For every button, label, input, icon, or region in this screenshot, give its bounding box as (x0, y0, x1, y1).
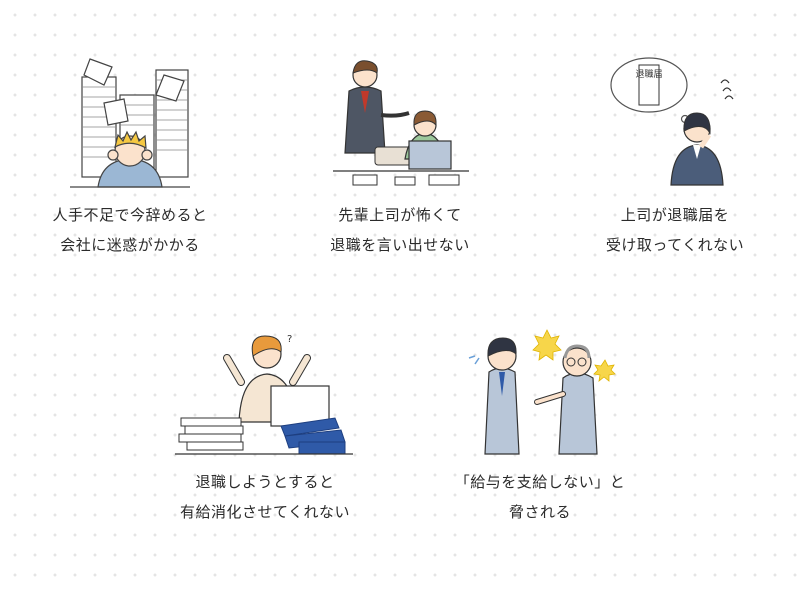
card-caption: 人手不足で今辞めると 会社に迷惑がかかる (20, 200, 240, 260)
caption-line-1: 人手不足で今辞めると (52, 206, 208, 224)
card-scary-boss: 先輩上司が怖くて 退職を言い出せない (290, 55, 510, 260)
card-caption: 上司が退職届を 受け取ってくれない (565, 200, 785, 260)
caption-line-2: 退職を言い出せない (330, 236, 470, 254)
caption-line-2: 会社に迷惑がかかる (60, 236, 200, 254)
letter-char-1: 退職届 (635, 69, 662, 80)
salary-threat-illustration (468, 329, 616, 455)
resignation-letter-illustration: 退職届 (610, 57, 734, 186)
card-caption: 「給与を支給しない」と 脅される (430, 467, 650, 527)
card-letter-refused: 退職届 上司が退職届を 受け取ってくれない (565, 55, 785, 260)
card-caption: 退職しようとすると 有給消化させてくれない (155, 467, 375, 527)
dizzy-marks: ? (287, 334, 292, 345)
caption-line-1: 先輩上司が怖くて (338, 206, 462, 224)
caption-line-2: 有給消化させてくれない (179, 503, 351, 521)
overwork-illustration (70, 58, 190, 188)
card-salary-threat: 「給与を支給しない」と 脅される (430, 322, 650, 527)
caption-line-2: 脅される (508, 503, 571, 521)
scary-boss-illustration (333, 60, 469, 186)
caption-line-1: 上司が退職届を (620, 206, 730, 224)
paid-leave-illustration: ? (175, 334, 353, 455)
card-paid-leave-denied: ? 退職しようとすると 有給消化させてくれない (155, 322, 375, 527)
card-understaffed: 人手不足で今辞めると 会社に迷惑がかかる (20, 55, 240, 260)
caption-line-1: 退職しようとすると (195, 473, 335, 491)
caption-line-2: 受け取ってくれない (605, 236, 745, 254)
card-caption: 先輩上司が怖くて 退職を言い出せない (290, 200, 510, 260)
caption-line-1: 「給与を支給しない」と (454, 473, 626, 491)
